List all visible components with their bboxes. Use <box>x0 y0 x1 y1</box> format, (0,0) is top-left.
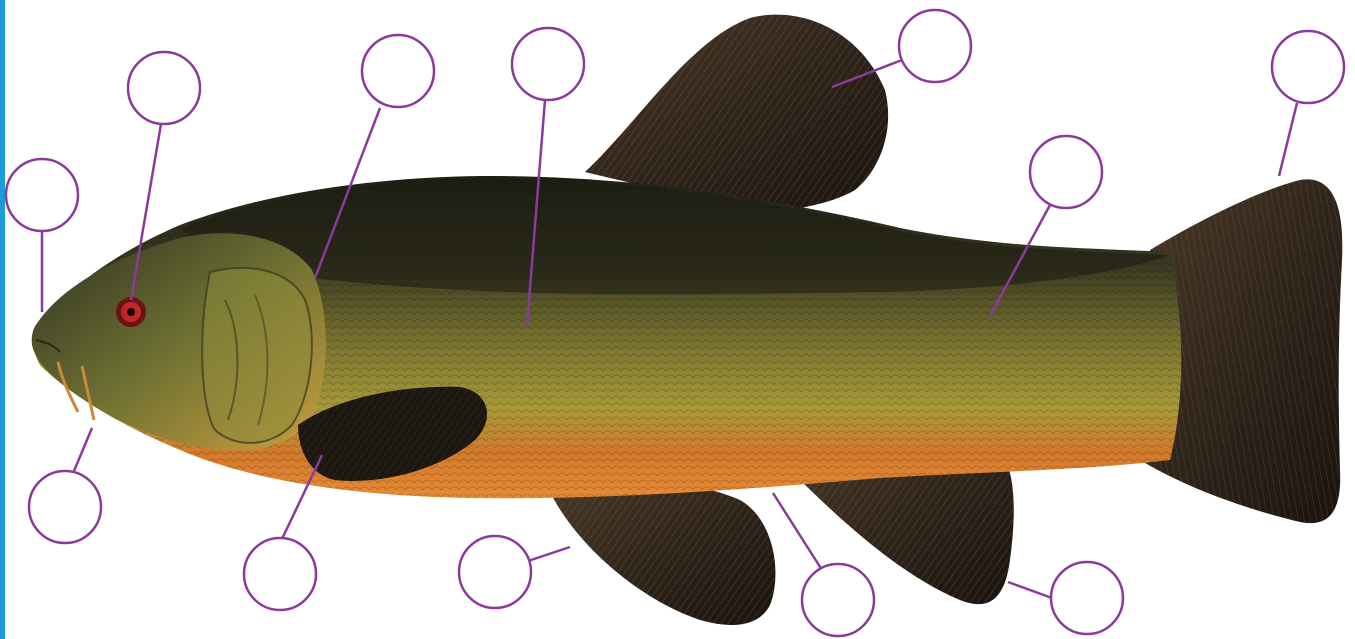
pelvic-fin <box>548 479 775 625</box>
label-circle-anal-fin[interactable] <box>1051 562 1123 634</box>
label-circle-anus[interactable] <box>802 564 874 636</box>
label-circle-pelvic-fin[interactable] <box>459 536 531 608</box>
leader-line-pelvic-fin <box>528 547 570 561</box>
label-circle-dorsal-fin[interactable] <box>899 10 971 82</box>
label-circle-eye[interactable] <box>128 52 200 124</box>
label-circle-caudal-peduncle[interactable] <box>1030 136 1102 208</box>
label-circle-operculum[interactable] <box>362 35 434 107</box>
leader-line-anal-fin <box>1008 582 1052 598</box>
leader-line-caudal-fin <box>1279 103 1297 176</box>
label-circle-caudal-fin[interactable] <box>1272 31 1344 103</box>
dorsal-fin <box>585 15 888 212</box>
label-circle-barbel[interactable] <box>29 471 101 543</box>
leader-line-barbel <box>74 428 92 471</box>
label-circle-pectoral-fin[interactable] <box>244 538 316 610</box>
leader-line-anus <box>773 493 822 570</box>
fish-eye <box>116 297 146 327</box>
label-circle-mouth[interactable] <box>6 159 78 231</box>
label-circle-lateral-line[interactable] <box>512 28 584 100</box>
fish-head <box>32 233 326 450</box>
